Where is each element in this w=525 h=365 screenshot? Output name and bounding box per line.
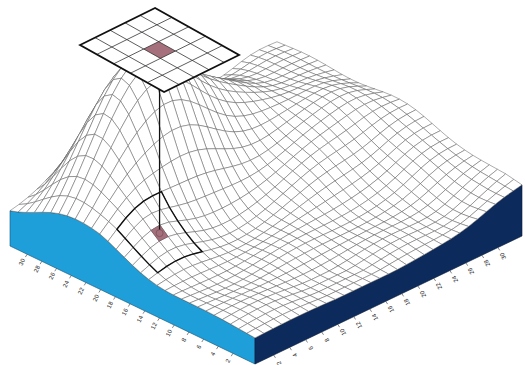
axis-tick-label: 8 xyxy=(180,337,187,343)
tick-mark xyxy=(55,268,57,271)
centre-raster-cell xyxy=(144,42,176,59)
terrain-mesh xyxy=(10,42,522,338)
axis-tick-label: 26 xyxy=(467,267,475,276)
tick-mark xyxy=(114,297,116,300)
axis-tick-label: 20 xyxy=(419,290,427,299)
tick-mark xyxy=(143,311,145,314)
tick-mark xyxy=(99,290,101,293)
axis-tick-label: 24 xyxy=(451,274,459,283)
tick-mark xyxy=(306,340,308,343)
axis-tick-label: 2 xyxy=(275,360,282,365)
tick-mark xyxy=(172,325,174,328)
tick-mark xyxy=(338,324,340,327)
axis-tick-label: 22 xyxy=(435,282,443,291)
tick-mark xyxy=(450,271,452,274)
axis-tick-label: 28 xyxy=(33,265,41,274)
axis-tick-label: 16 xyxy=(121,307,129,316)
axis-tick-label: 14 xyxy=(136,315,144,324)
axis-tick-label: 28 xyxy=(483,259,491,268)
axis-tick-label: 22 xyxy=(77,286,85,295)
surface-point xyxy=(156,230,163,237)
axis-tick-label: 2 xyxy=(225,359,232,365)
tick-mark xyxy=(370,309,372,312)
raster-window xyxy=(80,8,239,92)
tick-mark xyxy=(354,317,356,320)
axis-tick-label: 12 xyxy=(355,320,363,329)
tick-mark xyxy=(40,261,42,264)
axis-tick-label: 4 xyxy=(210,351,217,357)
axis-tick-label: 10 xyxy=(165,329,173,338)
axis-tick-label: 18 xyxy=(106,300,114,309)
right-side-face xyxy=(255,185,522,364)
left-side-face xyxy=(10,211,255,364)
tick-mark xyxy=(466,263,468,266)
tick-mark xyxy=(402,294,404,297)
axis-tick-label: 30 xyxy=(18,258,26,267)
tick-mark xyxy=(290,347,292,350)
axis-tick-label: 10 xyxy=(339,328,347,337)
axis-tick-label: 26 xyxy=(47,272,55,281)
tick-mark xyxy=(274,355,276,358)
axis-tick-label: 24 xyxy=(62,279,70,288)
axis-tick-label: 20 xyxy=(91,293,99,302)
tick-mark xyxy=(482,255,484,258)
axis-tick-label: 6 xyxy=(307,345,314,351)
tick-mark xyxy=(187,332,189,335)
tick-mark xyxy=(158,318,160,321)
tick-mark xyxy=(202,339,204,342)
tick-mark xyxy=(231,353,233,356)
tick-marks xyxy=(25,248,499,358)
tick-mark xyxy=(217,346,219,349)
axis-tick-label: 30 xyxy=(499,251,507,260)
tick-mark xyxy=(128,304,130,307)
axis-tick-label: 18 xyxy=(403,297,411,306)
tick-mark xyxy=(70,276,72,279)
axis-tick-label: 4 xyxy=(291,353,298,359)
tick-mark xyxy=(84,283,86,286)
tick-mark xyxy=(434,278,436,281)
terrain-cell xyxy=(247,328,264,337)
axis-tick-label: 16 xyxy=(387,305,395,314)
axis-tick-label: 8 xyxy=(323,337,330,343)
tick-mark xyxy=(498,248,500,251)
tick-mark xyxy=(25,254,27,257)
axis-tick-label: 12 xyxy=(150,322,158,331)
tick-mark xyxy=(322,332,324,335)
axis-tick-label: 6 xyxy=(195,344,202,350)
axis-tick-label: 14 xyxy=(371,313,379,322)
tick-mark xyxy=(418,286,420,289)
tick-mark xyxy=(386,301,388,304)
